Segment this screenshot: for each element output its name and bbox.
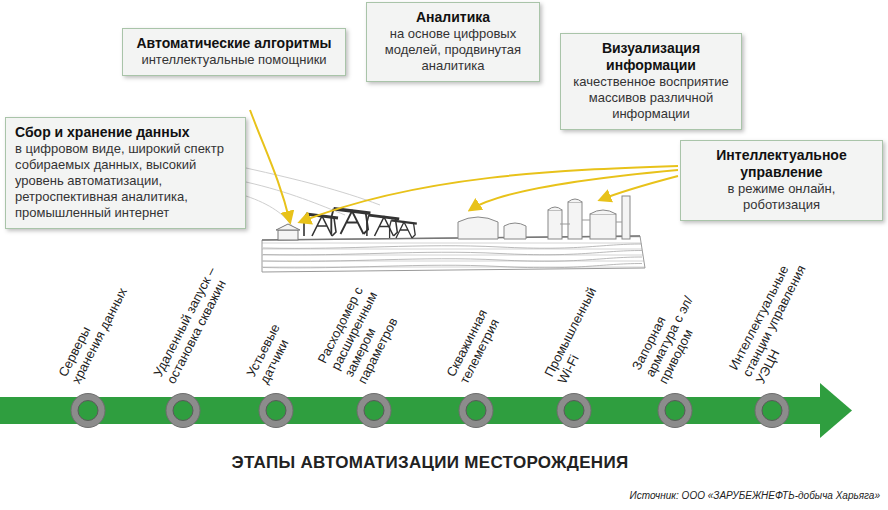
stage-ring <box>357 394 391 428</box>
stage-label: Промышленный Wi-Fi <box>541 289 610 386</box>
stage-ring <box>259 394 293 428</box>
stage-label: Удаленный запуск – остановка скважин <box>150 264 232 386</box>
stage-label: Интеллектуальные станции управления УЭЦН <box>726 255 822 386</box>
stage-label: Серверы хранения данных <box>55 273 133 386</box>
stage-core <box>762 401 782 421</box>
stage-core <box>173 401 193 421</box>
stage-ring <box>658 394 692 428</box>
callout-box: Автоматические алгоритмыинтеллектуальные… <box>122 28 346 76</box>
callout-text: в режиме онлайн, роботизация <box>690 181 873 213</box>
callout-box: Сбор и хранение данныхв цифровом виде, ш… <box>5 117 246 229</box>
callout-text: на основе цифровых моделей, продвинутая … <box>376 26 530 74</box>
callout-text: качественное восприятие массивов различн… <box>570 74 732 122</box>
callout-heading: Визуализация информации <box>570 40 732 74</box>
callout-box: Аналитикана основе цифровых моделей, про… <box>366 2 540 82</box>
callout-heading: Аналитика <box>376 9 530 26</box>
stage-core <box>78 401 98 421</box>
stage-ring <box>166 394 200 428</box>
pumpjacks <box>304 209 417 238</box>
stage-core <box>665 401 685 421</box>
stage-label: Устьевые датчики <box>243 314 300 386</box>
callout-heading: Интеллектуальное управление <box>690 147 873 181</box>
stage-ring <box>755 394 789 428</box>
stage-core <box>266 401 286 421</box>
stage-arrow <box>0 383 852 438</box>
stage-label: Запорная арматура с эл/приводом <box>629 260 723 386</box>
stage-core <box>564 401 584 421</box>
callout-box: Интеллектуальное управлениев режиме онла… <box>680 140 883 221</box>
stage-ring <box>71 394 105 428</box>
stage-label: Расходомер с расширенным замером парамет… <box>315 277 410 386</box>
callout-text: в цифровом виде, широкий спектр собираем… <box>15 141 236 221</box>
callout-box: Визуализация информациикачественное восп… <box>560 33 742 130</box>
stage-ring <box>557 394 591 428</box>
source-caption: Источник: ООО «ЗАРУБЕЖНЕФТЬ-добыча Харья… <box>630 490 880 501</box>
callout-heading: Сбор и хранение данных <box>15 124 236 141</box>
field-ground <box>262 236 645 272</box>
building <box>276 224 300 240</box>
stage-core <box>364 401 384 421</box>
stage-core <box>466 401 486 421</box>
callout-text: интеллектуальные помощники <box>132 52 336 68</box>
diagram-title: ЭТАПЫ АВТОМАТИЗАЦИИ МЕСТОРОЖДЕНИЯ <box>232 453 629 473</box>
stage-ring <box>459 394 493 428</box>
callout-heading: Автоматические алгоритмы <box>132 35 336 52</box>
stage-label: Скважинная телеметрия <box>443 301 506 386</box>
